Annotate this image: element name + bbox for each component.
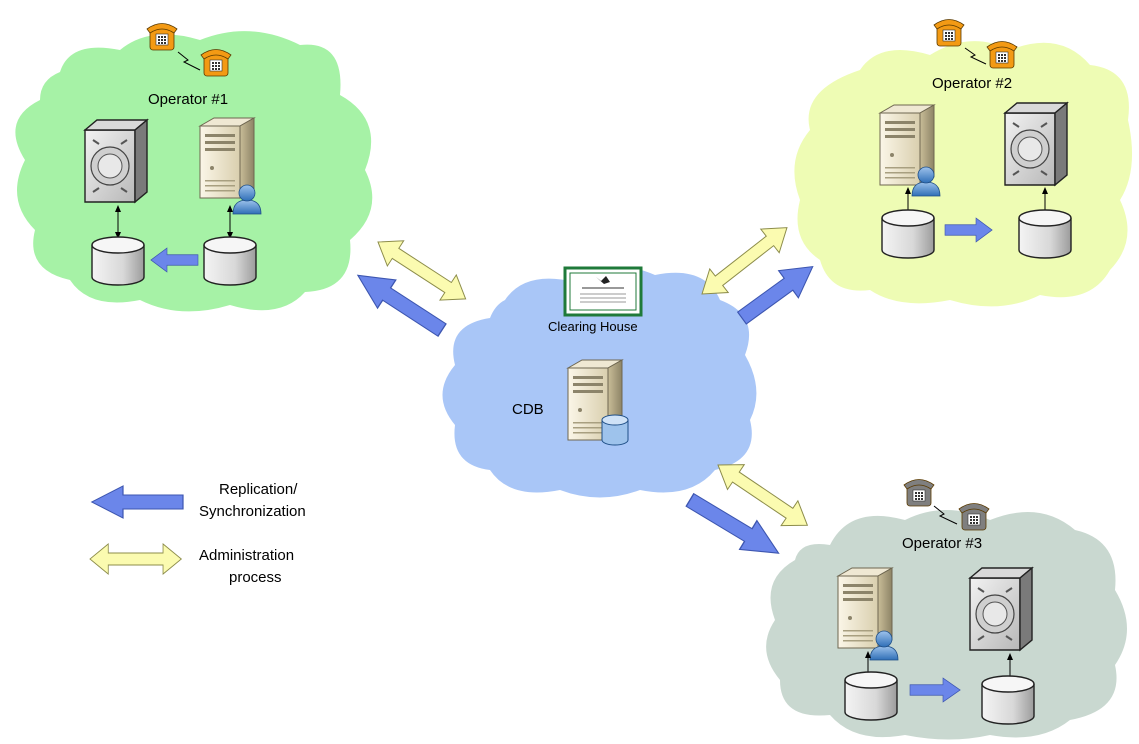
database-icon xyxy=(981,675,1035,725)
phone-icon xyxy=(933,19,965,47)
phone-icon xyxy=(903,479,935,507)
legend-replication-line1: Replication/ xyxy=(219,481,298,498)
firewall-icon xyxy=(84,119,148,203)
database-icon xyxy=(1018,209,1072,259)
phone-icon xyxy=(958,503,990,531)
database-icon xyxy=(601,414,629,446)
legend-administration-line1: Administration xyxy=(199,547,294,564)
certificate-icon xyxy=(563,266,643,317)
clearing-house-label: Clearing House xyxy=(548,319,638,334)
firewall-icon xyxy=(969,567,1033,651)
operator2-phones xyxy=(933,19,1018,69)
operator1-label: Operator #1 xyxy=(148,91,228,108)
operator1-phones xyxy=(146,23,232,77)
cdb-label: CDB xyxy=(512,401,544,418)
operator2-label: Operator #2 xyxy=(932,75,1012,92)
operator1-cloud xyxy=(15,31,373,312)
firewall-icon xyxy=(1004,102,1068,186)
legend-replication-arrow xyxy=(91,485,184,519)
operator3-label: Operator #3 xyxy=(902,535,982,552)
legend-administration-line2: process xyxy=(229,569,282,586)
phone-icon xyxy=(986,41,1018,69)
legend: Replication/ Synchronization Administrat… xyxy=(89,481,306,586)
phone-icon xyxy=(200,49,232,77)
database-icon xyxy=(91,236,145,286)
database-icon xyxy=(203,236,257,286)
database-icon xyxy=(881,209,935,259)
legend-administration-arrow xyxy=(89,543,182,575)
database-icon xyxy=(844,671,898,721)
legend-replication-line2: Synchronization xyxy=(199,503,306,520)
phone-icon xyxy=(146,23,178,51)
operator3-phones xyxy=(903,479,990,531)
